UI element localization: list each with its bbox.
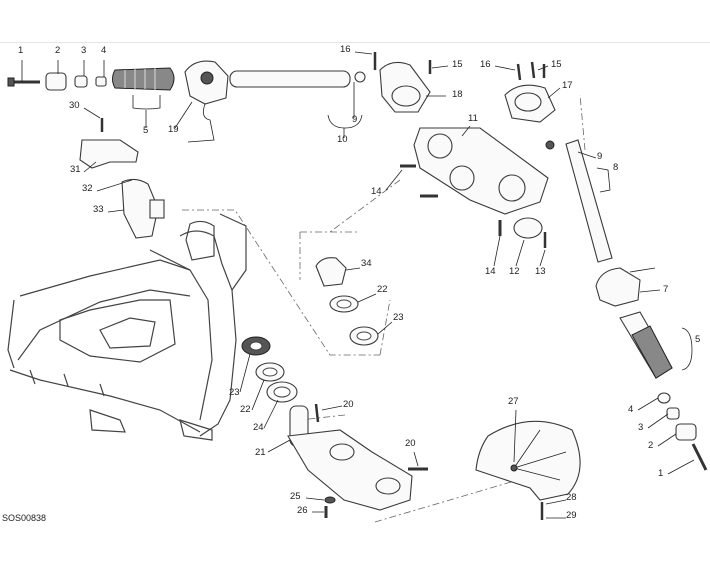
set-screws-16-15 — [428, 60, 546, 78]
assembly-guide-lines — [182, 94, 586, 523]
callout-20: 20 — [405, 438, 416, 449]
callout-9: 9 — [597, 151, 602, 162]
dust-cover-24 — [266, 381, 298, 403]
callout-2: 2 — [55, 45, 60, 56]
callout-5: 5 — [143, 125, 148, 136]
header-divider — [0, 42, 710, 43]
callout-25: 25 — [290, 491, 301, 502]
bracket-5a — [132, 95, 161, 110]
clamp-screws-14 — [400, 164, 502, 236]
callout-4: 4 — [628, 404, 633, 415]
cable-bracket-31 — [79, 118, 139, 169]
callout-23: 23 — [229, 387, 240, 398]
handlebar-clamp-left — [373, 52, 431, 113]
callout-31: 31 — [70, 164, 81, 175]
lower-triple-clamp-21 — [287, 403, 428, 518]
bracket-8 — [596, 167, 611, 193]
left-switch-housing — [184, 60, 229, 143]
left-grip — [112, 67, 175, 91]
callout-10: 10 — [337, 134, 348, 145]
callout-30: 30 — [69, 100, 80, 111]
callout-18: 18 — [452, 89, 463, 100]
callout-22: 22 — [377, 284, 388, 295]
seal-ring-22-bottom — [255, 362, 285, 382]
left-bar-end-weight — [45, 72, 67, 91]
diagram-code: SOS00838 — [2, 513, 47, 523]
left-bar-end-bolt — [7, 77, 40, 87]
callout-22: 22 — [240, 404, 251, 415]
callout-14: 14 — [485, 266, 496, 277]
callout-32: 32 — [82, 183, 93, 194]
right-bar-end-parts — [657, 392, 708, 471]
callout-9: 9 — [352, 114, 357, 125]
left-spacer — [74, 75, 88, 88]
right-grip-throttle — [619, 311, 673, 379]
left-insert — [95, 76, 107, 87]
callout-1: 1 — [658, 468, 663, 479]
bearing-23-top — [349, 326, 379, 346]
callout-26: 26 — [297, 505, 308, 516]
leader-lines — [21, 51, 695, 519]
callout-3: 3 — [81, 45, 86, 56]
motorcycle-frame — [7, 213, 247, 441]
right-handlebar-tube — [545, 139, 613, 263]
callout-34: 34 — [361, 258, 372, 269]
callout-8: 8 — [613, 162, 618, 173]
callout-33: 33 — [93, 204, 104, 215]
bearing-23-bottom — [241, 336, 271, 356]
upper-triple-clamp — [413, 127, 549, 215]
callout-27: 27 — [508, 396, 519, 407]
callout-2: 2 — [648, 440, 653, 451]
callout-7: 7 — [663, 284, 668, 295]
callout-15: 15 — [551, 59, 562, 70]
callout-29: 29 — [566, 510, 577, 521]
callout-14: 14 — [371, 186, 382, 197]
callout-11: 11 — [468, 113, 478, 124]
right-switch-housing — [595, 267, 656, 307]
handlebar-clamp-right — [504, 61, 556, 123]
callout-28: 28 — [566, 492, 577, 503]
seal-ring-22-top — [329, 295, 359, 313]
callout-5: 5 — [695, 334, 700, 345]
callout-21: 21 — [255, 447, 266, 458]
callout-16: 16 — [340, 44, 351, 55]
callout-1: 1 — [18, 45, 23, 56]
callout-23: 23 — [393, 312, 404, 323]
stem-bearing-34 — [315, 257, 347, 287]
callout-20: 20 — [343, 399, 354, 410]
cover-guard-27 — [475, 420, 581, 520]
steering-lock-33 — [121, 178, 165, 239]
callout-13: 13 — [535, 266, 546, 277]
handlebar-tube — [229, 70, 366, 88]
callout-3: 3 — [638, 422, 643, 433]
clamp-ring-12 — [513, 217, 547, 248]
callout-17: 17 — [562, 80, 573, 91]
callout-19: 19 — [168, 124, 179, 135]
callout-15: 15 — [452, 59, 463, 70]
callout-24: 24 — [253, 422, 264, 433]
bracket-5b — [681, 327, 693, 371]
callout-16: 16 — [480, 59, 491, 70]
callout-12: 12 — [509, 266, 520, 277]
callout-4: 4 — [101, 45, 106, 56]
bracket-10 — [327, 114, 363, 129]
